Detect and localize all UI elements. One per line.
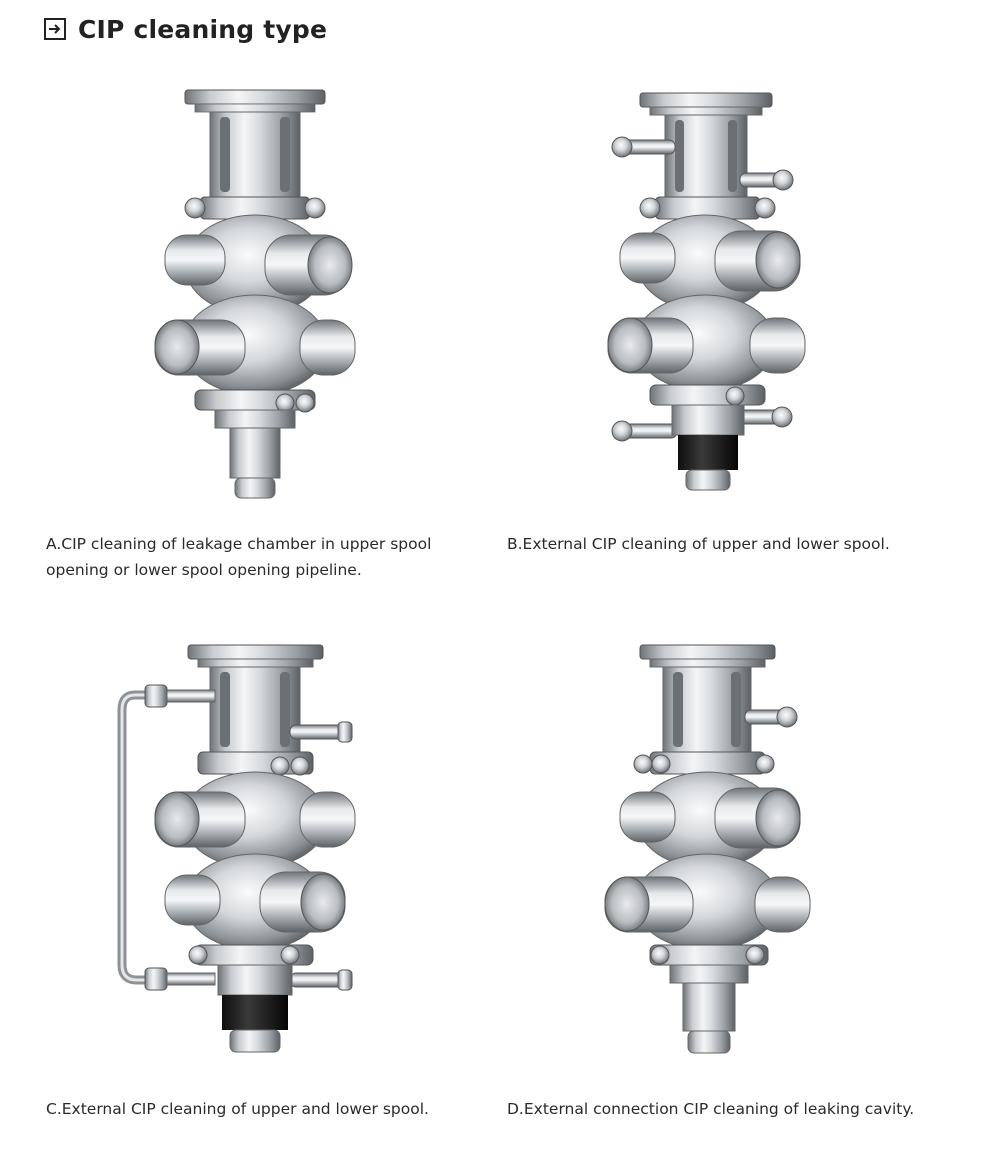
panel-d-caption: D.External connection CIP cleaning of le… (507, 1100, 915, 1118)
valve-illustration-d (604, 644, 811, 1054)
panel-c-caption: C.External CIP cleaning of upper and low… (46, 1100, 429, 1118)
panel-b-caption: B.External CIP cleaning of upper and low… (507, 535, 890, 553)
page-title: CIP cleaning type (78, 14, 328, 44)
section-header: CIP cleaning type (44, 12, 327, 46)
panel-a-caption: A.CIP cleaning of leakage chamber in upp… (46, 535, 432, 579)
valve-illustration-c (117, 644, 356, 1053)
arrow-right-boxed-icon (44, 18, 66, 40)
valve-illustration-a (154, 89, 356, 499)
arrow-right-icon (49, 24, 61, 34)
valve-illustration-b (607, 92, 806, 491)
